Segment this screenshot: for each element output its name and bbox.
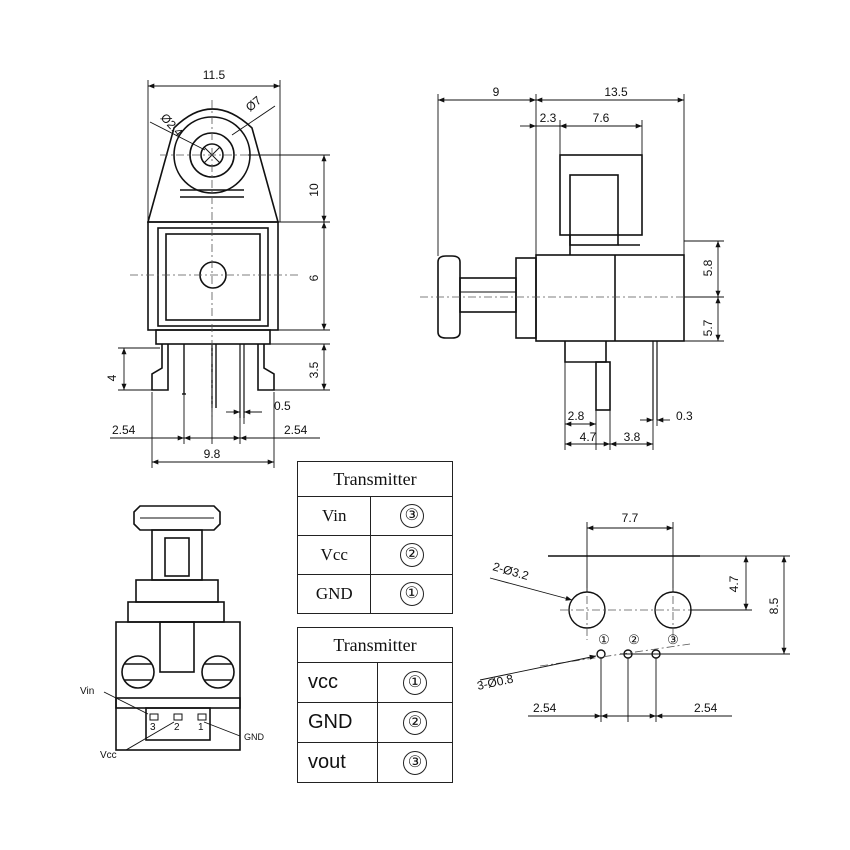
label-vin: Vin (80, 686, 94, 697)
table-row: vout ③ (296, 742, 453, 783)
dim-d-c: 2.8 (568, 409, 585, 423)
pin-name: Vin (296, 496, 372, 536)
side-view (437, 154, 685, 420)
dim-h-pins: 3.5 (307, 361, 321, 378)
bottom-view (115, 505, 241, 751)
pin-name: vcc (296, 662, 379, 703)
label-pin1: 1 (198, 722, 204, 733)
label-pin3: 3 (150, 722, 156, 733)
plug-stem (459, 277, 517, 313)
bottom-plug-head (133, 505, 221, 531)
dim-h-mid: 6 (307, 274, 321, 281)
label-gnd: GND (244, 732, 265, 742)
pin-number: ② (399, 543, 424, 567)
pin-table-1-title: Transmitter (297, 461, 453, 497)
pin-table-2-title: Transmitter (297, 627, 453, 663)
pin-name: Vcc (296, 535, 372, 575)
pin-number: ③ (403, 750, 428, 775)
table-row: GND ① (296, 574, 453, 614)
dim-pitch-right: 2.54 (284, 423, 308, 437)
side-top-housing (559, 154, 643, 236)
pin-number: ① (399, 582, 424, 606)
pin-name: vout (296, 742, 379, 783)
dim-v1: 4.7 (727, 575, 741, 592)
pad-label-3: ③ (667, 632, 679, 647)
table-row: Vcc ② (296, 535, 453, 575)
dim-pcb-pitch-left: 2.54 (533, 701, 557, 715)
pin-table-2: Transmitter vcc ① GND ② vout ③ (296, 627, 453, 783)
dim-pitch-left: 2.54 (112, 423, 136, 437)
dim-left-h: 4 (105, 374, 119, 381)
pin-name: GND (296, 702, 379, 743)
dim-body-width: 9.8 (204, 447, 221, 461)
label-vcc: Vcc (100, 750, 117, 761)
pin-name: GND (296, 574, 372, 614)
pin-number: ③ (399, 504, 424, 528)
dim-len-left: 9 (493, 85, 500, 99)
table-row: vcc ① (296, 662, 453, 703)
dim-h-top: 5.8 (701, 259, 715, 276)
plug-head (437, 255, 461, 339)
dim-len-right: 13.5 (604, 85, 628, 99)
dim-hole-large: Ø7 (243, 93, 265, 114)
dim-hole-small: Ø2.4 (158, 111, 186, 140)
label-pin2: 2 (174, 722, 180, 733)
table-row: Vin ③ (296, 496, 453, 536)
dim-spacing: 7.7 (622, 511, 639, 525)
dim-d-e: 4.7 (580, 430, 597, 444)
dim-d-d: 0.3 (676, 409, 693, 423)
front-housing-outline (146, 108, 280, 223)
dim-width: 11.5 (203, 68, 226, 82)
pin-number: ① (403, 670, 428, 695)
table-row: GND ② (296, 702, 453, 743)
dim-h-bot: 5.7 (701, 319, 715, 336)
dim-v2: 8.5 (767, 597, 781, 614)
pin-table-1: Transmitter Vin ③ Vcc ② GND ① (296, 461, 453, 614)
front-body (147, 221, 279, 331)
side-body (535, 254, 685, 342)
pad-label-1: ① (598, 632, 610, 647)
dim-pcb-pitch-right: 2.54 (694, 701, 718, 715)
pin-number: ② (403, 710, 428, 735)
pad-label-2: ② (628, 632, 640, 647)
dim-h-upper: 10 (307, 183, 321, 197)
dim-small-holes: 3-Ø0.8 (476, 672, 515, 693)
dim-d-b: 7.6 (593, 111, 610, 125)
dim-pin-width: 0.5 (274, 399, 291, 413)
dim-d-f: 3.8 (624, 430, 641, 444)
dim-d-a: 2.3 (540, 111, 557, 125)
